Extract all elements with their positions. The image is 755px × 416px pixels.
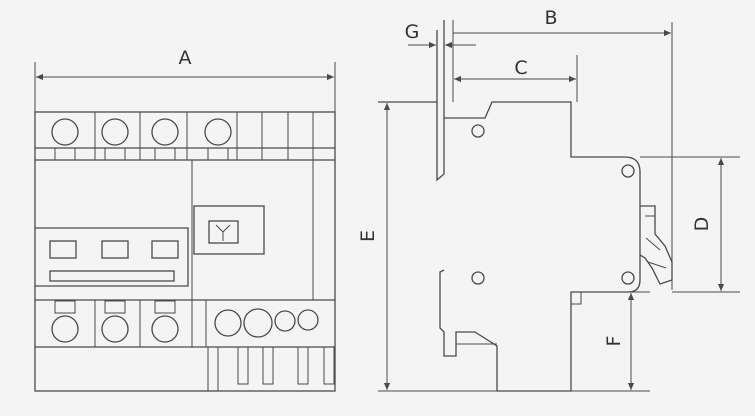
handle-panel xyxy=(35,227,189,287)
label-c: C xyxy=(514,57,527,79)
side-body-outline xyxy=(439,101,641,392)
label-e: E xyxy=(357,230,379,242)
front-body-outline xyxy=(34,111,336,392)
dim-d: D xyxy=(640,156,740,293)
dim-c: C xyxy=(452,20,578,102)
label-d: D xyxy=(691,217,713,232)
din-rail xyxy=(436,20,445,182)
label-f: F xyxy=(603,336,625,347)
handle-bar xyxy=(49,270,175,282)
rivet-top xyxy=(471,124,485,138)
dim-g: G xyxy=(405,21,476,49)
dim-a: A xyxy=(34,47,336,112)
toggle-handle xyxy=(639,205,673,285)
label-b: B xyxy=(544,7,557,29)
bottom-pins xyxy=(207,346,335,392)
dim-f: F xyxy=(571,293,650,392)
label-a: A xyxy=(179,47,192,69)
dim-b: B xyxy=(443,7,673,290)
front-view xyxy=(34,111,336,392)
label-g: G xyxy=(405,21,420,43)
dim-e: E xyxy=(357,103,500,392)
rivet-bottom xyxy=(471,271,485,285)
test-window xyxy=(193,205,265,255)
test-button xyxy=(208,220,239,244)
top-terminal-screws xyxy=(51,118,232,161)
bottom-terminal-screws xyxy=(51,300,319,343)
